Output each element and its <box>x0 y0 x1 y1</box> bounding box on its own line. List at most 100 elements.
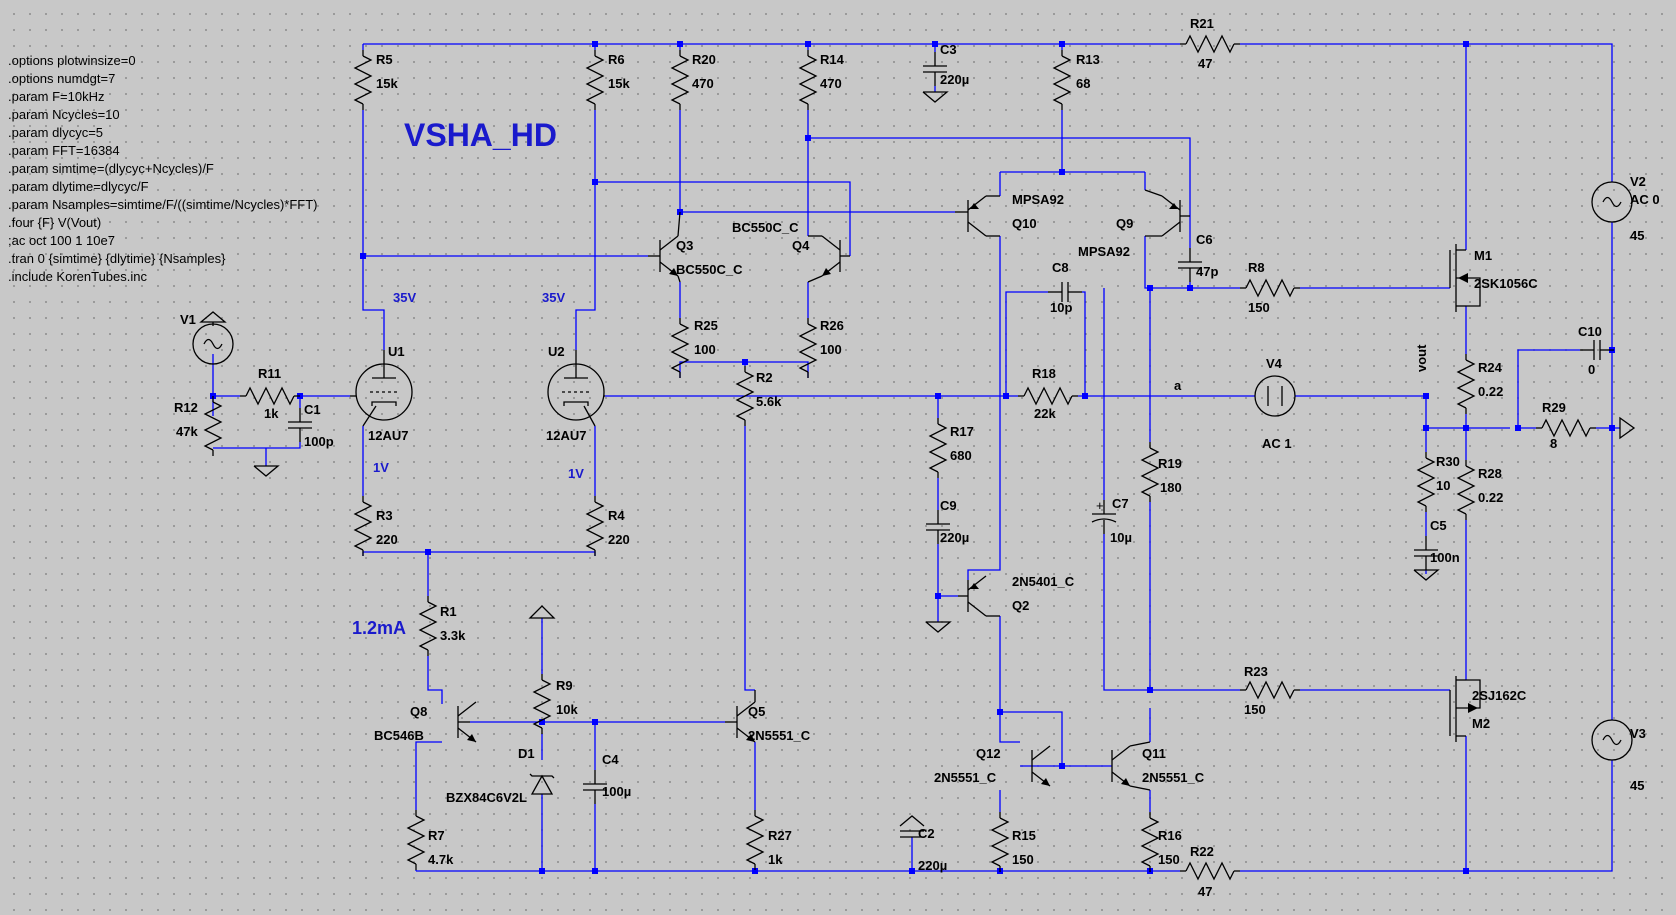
resistor-r21[interactable] <box>1179 35 1241 53</box>
resistor-r20[interactable] <box>671 49 689 111</box>
directive-line: .param Nsamples=simtime/F/((simtime/Ncyc… <box>8 197 318 212</box>
component-ref: C10 <box>1578 324 1602 339</box>
voltage-annotation: 1V <box>568 466 584 481</box>
resistor-r28[interactable] <box>1457 459 1475 521</box>
component-value: 15k <box>376 76 398 91</box>
resistor-r11[interactable] <box>239 387 301 405</box>
resistor-r23[interactable] <box>1239 681 1301 699</box>
component-value: 47 <box>1198 56 1212 71</box>
resistor-r24[interactable] <box>1457 353 1475 415</box>
component-ref: R7 <box>428 828 445 843</box>
component-ref: Q2 <box>1012 598 1029 613</box>
resistor-r7[interactable] <box>407 809 425 871</box>
component-value: 470 <box>820 76 842 91</box>
resistor-r17[interactable] <box>929 417 947 479</box>
component-value: 0 <box>1588 362 1595 377</box>
resistor-r4[interactable] <box>586 495 604 557</box>
component-ref: Q9 <box>1116 216 1133 231</box>
component-ref: R25 <box>694 318 718 333</box>
component-ref: C1 <box>304 402 321 417</box>
transistor-q2[interactable] <box>967 575 987 617</box>
component-value: 220µ <box>940 72 969 87</box>
capacitor-c10[interactable] <box>1579 339 1615 361</box>
component-ref: Q11 <box>1142 746 1166 761</box>
component-ref: R29 <box>1542 400 1566 415</box>
component-ref: R12 <box>174 400 198 415</box>
component-ref: R2 <box>756 370 773 385</box>
resistor-r3[interactable] <box>354 495 372 557</box>
resistor-r19[interactable] <box>1141 441 1159 503</box>
resistor-r6[interactable] <box>586 49 604 111</box>
component-ref: R1 <box>440 604 457 619</box>
transistor-q4[interactable] <box>821 235 841 277</box>
output-port-icon[interactable] <box>1619 416 1636 440</box>
resistor-r30[interactable] <box>1417 451 1435 513</box>
resistor-r27[interactable] <box>746 809 764 871</box>
resistor-r15[interactable] <box>991 811 1009 873</box>
resistor-r18[interactable] <box>1017 387 1079 405</box>
directive-line: .four {F} V(Vout) <box>8 215 101 230</box>
voltage-source-v4[interactable] <box>1254 375 1296 417</box>
voltage-source-v2[interactable] <box>1591 181 1633 223</box>
mosfet-m1[interactable] <box>1449 244 1481 312</box>
component-value: 0.22 <box>1478 490 1503 505</box>
resistor-r29[interactable] <box>1535 419 1597 437</box>
directive-line: .param F=10kHz <box>8 89 104 104</box>
transistor-q9[interactable] <box>1161 195 1181 237</box>
capacitor-c7[interactable]: + <box>1091 498 1117 534</box>
component-ref: Q5 <box>748 704 765 719</box>
resistor-r16[interactable] <box>1141 811 1159 873</box>
component-value: 150 <box>1158 852 1180 867</box>
capacitor-c8[interactable] <box>1047 281 1083 303</box>
component-ref: Q8 <box>410 704 427 719</box>
component-value: 680 <box>950 448 972 463</box>
component-ref: R28 <box>1478 466 1502 481</box>
resistor-r13[interactable] <box>1053 49 1071 111</box>
svg-text:+: + <box>1096 498 1104 513</box>
component-model: 2N5551_C <box>1142 770 1205 785</box>
zener-d1[interactable] <box>529 773 555 795</box>
resistor-r14[interactable] <box>799 49 817 111</box>
component-value: 150 <box>1012 852 1034 867</box>
net-label-a: a <box>1174 378 1182 393</box>
component-value: 150 <box>1244 702 1266 717</box>
directive-line: .tran 0 {simtime} {dlytime} {Nsamples} <box>8 251 226 266</box>
component-value: 10µ <box>1110 530 1132 545</box>
capacitor-c2[interactable] <box>899 803 925 838</box>
resistor-r22[interactable] <box>1179 862 1241 880</box>
component-ref: C2 <box>918 826 935 841</box>
directive-line: .include KorenTubes.inc <box>8 269 147 284</box>
component-ref: M1 <box>1474 248 1492 263</box>
resistor-r8[interactable] <box>1239 279 1301 297</box>
transistor-q10[interactable] <box>967 195 987 237</box>
component-value: 220 <box>376 532 398 547</box>
net-label-vout: vout <box>1414 344 1429 372</box>
directive-line: .param dlycyc=5 <box>8 125 103 140</box>
component-ref: R17 <box>950 424 974 439</box>
component-ref: R30 <box>1436 454 1460 469</box>
component-model: 2SJ162C <box>1472 688 1527 703</box>
resistor-r1[interactable] <box>419 595 437 657</box>
resistor-r5[interactable] <box>354 49 372 111</box>
component-value: 4.7k <box>428 852 454 867</box>
ground-symbol <box>253 465 279 477</box>
voltage-source-v3[interactable] <box>1591 719 1633 761</box>
component-ref: R3 <box>376 508 393 523</box>
component-ref: R11 <box>258 366 281 381</box>
component-ref: V2 <box>1630 174 1646 189</box>
transistor-q11[interactable] <box>1111 745 1131 787</box>
component-value: 10p <box>1050 300 1072 315</box>
component-value: 68 <box>1076 76 1090 91</box>
mosfet-m2[interactable] <box>1449 676 1481 742</box>
component-ref: R18 <box>1032 366 1056 381</box>
spice-directives[interactable]: .options plotwinsize=0 .options numdgt=7… <box>8 53 318 284</box>
component-value: 47p <box>1196 264 1218 279</box>
component-ref: Q4 <box>792 238 810 253</box>
component-ref: C9 <box>940 498 957 513</box>
input-source-v1[interactable] <box>192 311 234 365</box>
component-value: 470 <box>692 76 714 91</box>
component-ref: V4 <box>1266 356 1283 371</box>
component-model: MPSA92 <box>1078 244 1130 259</box>
